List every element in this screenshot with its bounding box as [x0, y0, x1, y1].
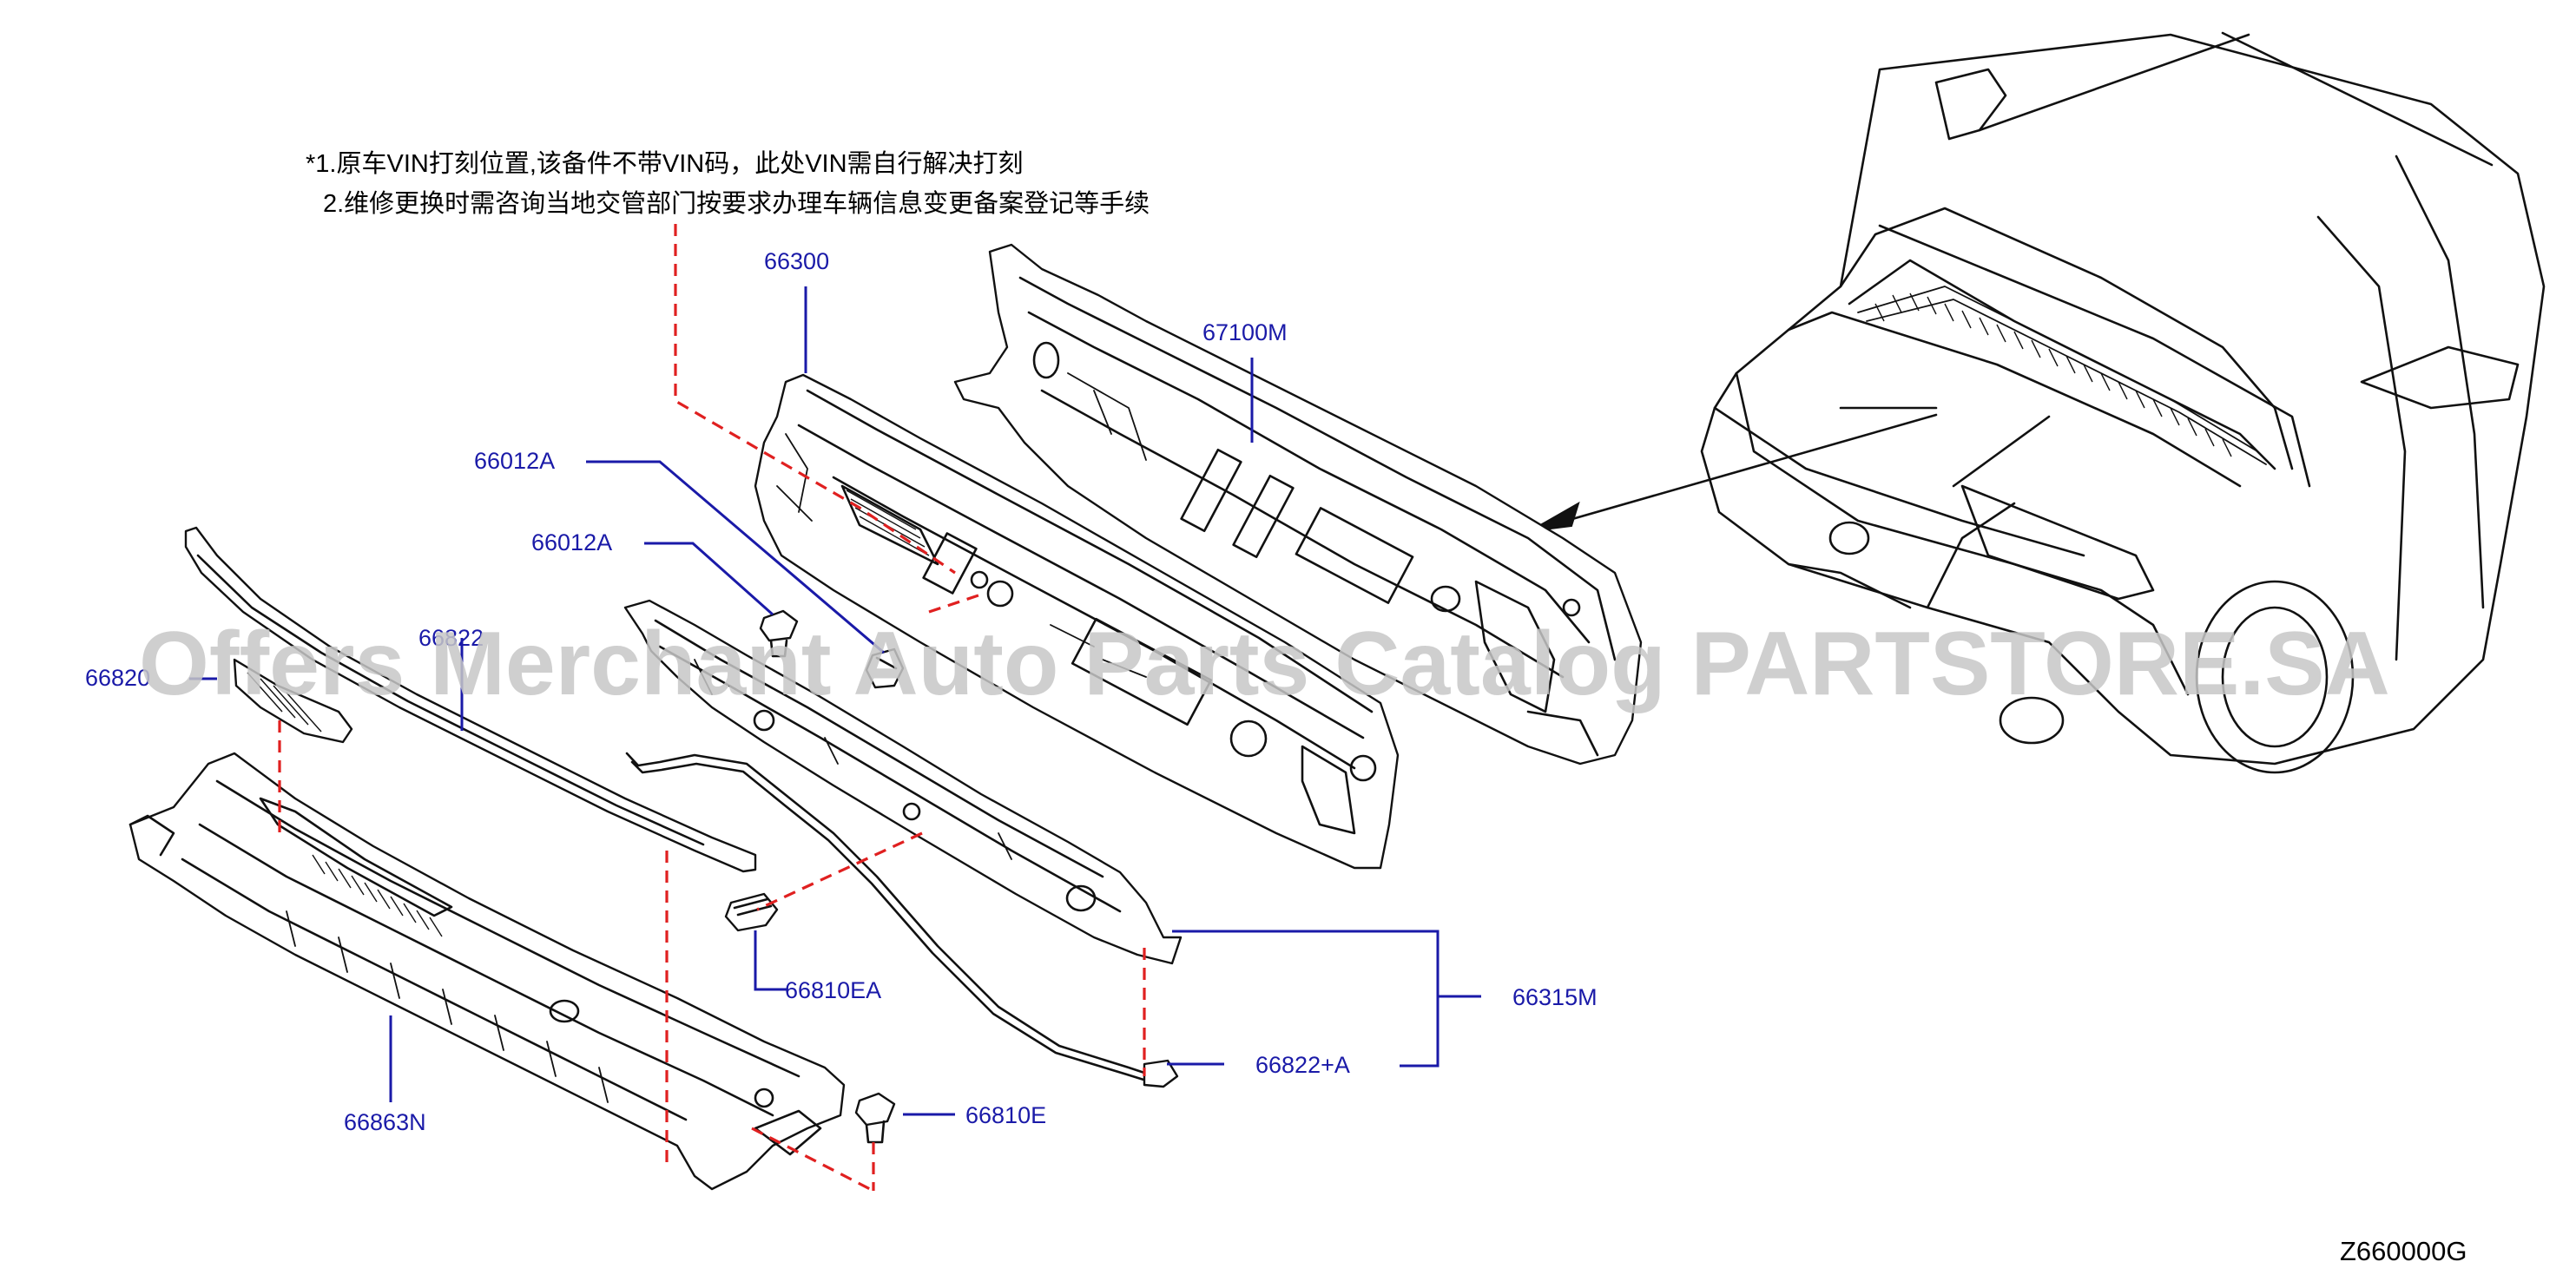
diagram-code: Z660000G [2340, 1236, 2467, 1266]
part-66012A-clip-lower [759, 609, 799, 658]
note-line-2: 2.维修更换时需咨询当地交管部门按要求办理车辆信息变更备案登记等手续 [323, 189, 1150, 218]
label-66012A-upper[interactable]: 66012A [474, 448, 555, 474]
part-66810EA-clip [724, 892, 779, 932]
label-66822[interactable]: 66822 [418, 625, 484, 651]
label-66300[interactable]: 66300 [764, 248, 829, 274]
part-66810E-clip [854, 1092, 896, 1144]
part-66820-seal [233, 658, 353, 744]
part-67100M-panel [953, 243, 1643, 766]
car-illustration [1700, 31, 2546, 774]
part-66822-seal [184, 526, 757, 873]
label-66820[interactable]: 66820 [85, 665, 150, 691]
leader-lines [189, 286, 1481, 1116]
part-66822A-hose [625, 752, 1179, 1088]
part-66863N-grille [128, 752, 846, 1191]
part-66300-panel [754, 373, 1400, 870]
label-66315M[interactable]: 66315M [1512, 984, 1598, 1010]
label-66810E[interactable]: 66810E [965, 1102, 1046, 1128]
dashed-references [278, 224, 1146, 1193]
part-66315M-member [623, 599, 1183, 965]
part-66012A-clip-upper [865, 647, 905, 689]
note-line-1: *1.原车VIN打刻位置,该备件不带VIN码，此处VIN需自行解决打刻 [306, 149, 1024, 178]
label-66012A-lower[interactable]: 66012A [531, 529, 612, 555]
reference-arrow [1529, 413, 1938, 532]
watermark: Offers Merchant Auto Parts Catalog PARTS… [139, 614, 2390, 714]
label-66822A[interactable]: 66822+A [1255, 1052, 1350, 1078]
label-66810EA[interactable]: 66810EA [785, 977, 881, 1003]
label-66863N[interactable]: 66863N [344, 1109, 426, 1135]
label-67100M[interactable]: 67100M [1202, 319, 1288, 345]
